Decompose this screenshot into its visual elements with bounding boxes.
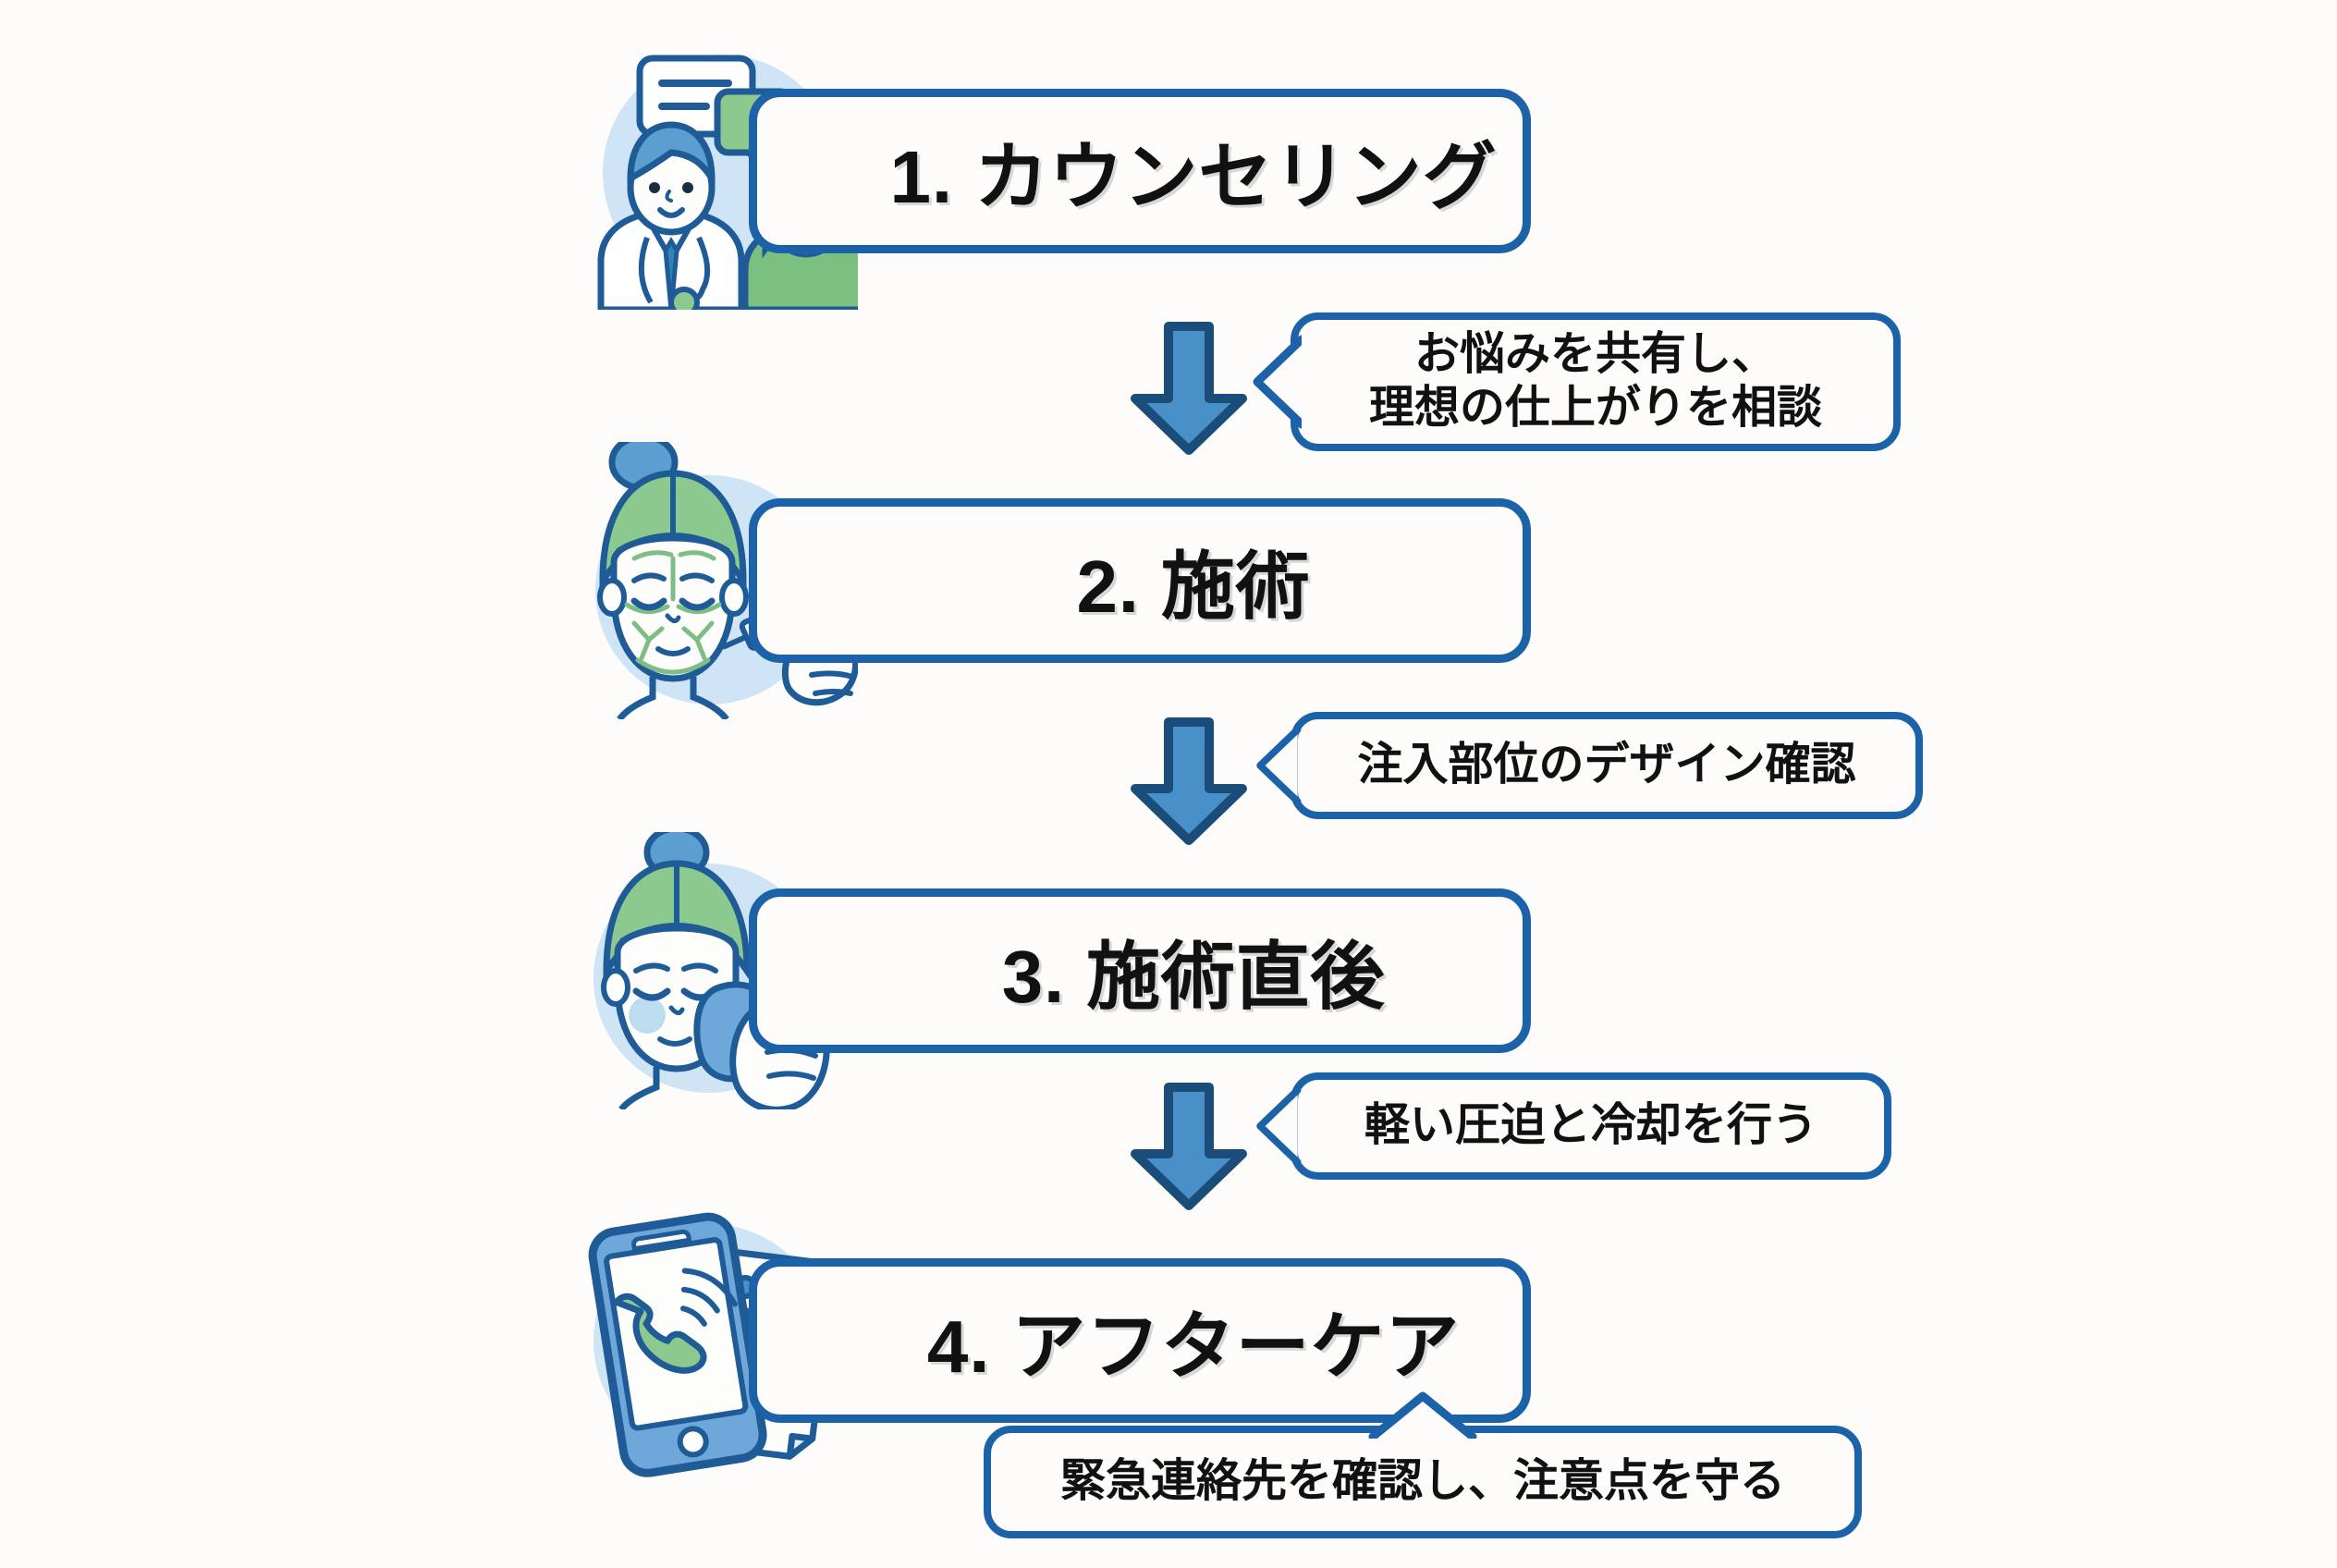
down-arrow-icon-1 xyxy=(1124,319,1254,462)
flow-step-2[interactable]: 2. 施術 xyxy=(581,442,1531,719)
callout-tail-left-icon xyxy=(1253,335,1302,429)
callout-tail-up-icon xyxy=(1368,1391,1477,1439)
footer-note-text: 緊急連絡先を確認し、注意点を守る xyxy=(1059,1456,1785,1507)
connector-note-2-text: 注入部位のデザイン確認 xyxy=(1357,740,1856,790)
step-3-title: 3. 施術直後 xyxy=(1001,936,1386,1018)
flow-step-1[interactable]: 1. カウンセリング xyxy=(581,32,1531,310)
down-arrow-icon-2 xyxy=(1124,717,1254,851)
step-4-title-box[interactable]: 4. アフターケア xyxy=(749,1258,1531,1423)
footer-note[interactable]: 緊急連絡先を確認し、注意点を守る xyxy=(984,1391,1862,1538)
step-2-title-box[interactable]: 2. 施術 xyxy=(749,498,1531,663)
step-1-title: 1. カウンセリング xyxy=(889,136,1498,218)
flow-step-3[interactable]: 3. 施術直後 xyxy=(581,832,1531,1109)
step-1-title-box[interactable]: 1. カウンセリング xyxy=(749,89,1531,253)
connector-note-1[interactable]: お悩みを共有し、 理想の仕上がりを相談 xyxy=(1253,312,1901,451)
callout-tail-left-icon xyxy=(1256,1086,1302,1166)
flow-step-4[interactable]: 4. アフターケア xyxy=(581,1202,1531,1479)
connector-note-1-text: お悩みを共有し、 理想の仕上がりを相談 xyxy=(1368,329,1822,433)
connector-note-3[interactable]: 軽い圧迫と冷却を行う xyxy=(1256,1072,1891,1180)
step-4-title: 4. アフターケア xyxy=(926,1305,1461,1388)
connector-note-3-text: 軽い圧迫と冷却を行う xyxy=(1364,1100,1817,1151)
callout-tail-left-icon xyxy=(1256,726,1302,805)
connector-note-2[interactable]: 注入部位のデザイン確認 xyxy=(1256,712,1923,819)
step-2-title: 2. 施術 xyxy=(1076,545,1311,628)
down-arrow-icon-3 xyxy=(1124,1082,1254,1216)
step-3-title-box[interactable]: 3. 施術直後 xyxy=(749,888,1531,1053)
